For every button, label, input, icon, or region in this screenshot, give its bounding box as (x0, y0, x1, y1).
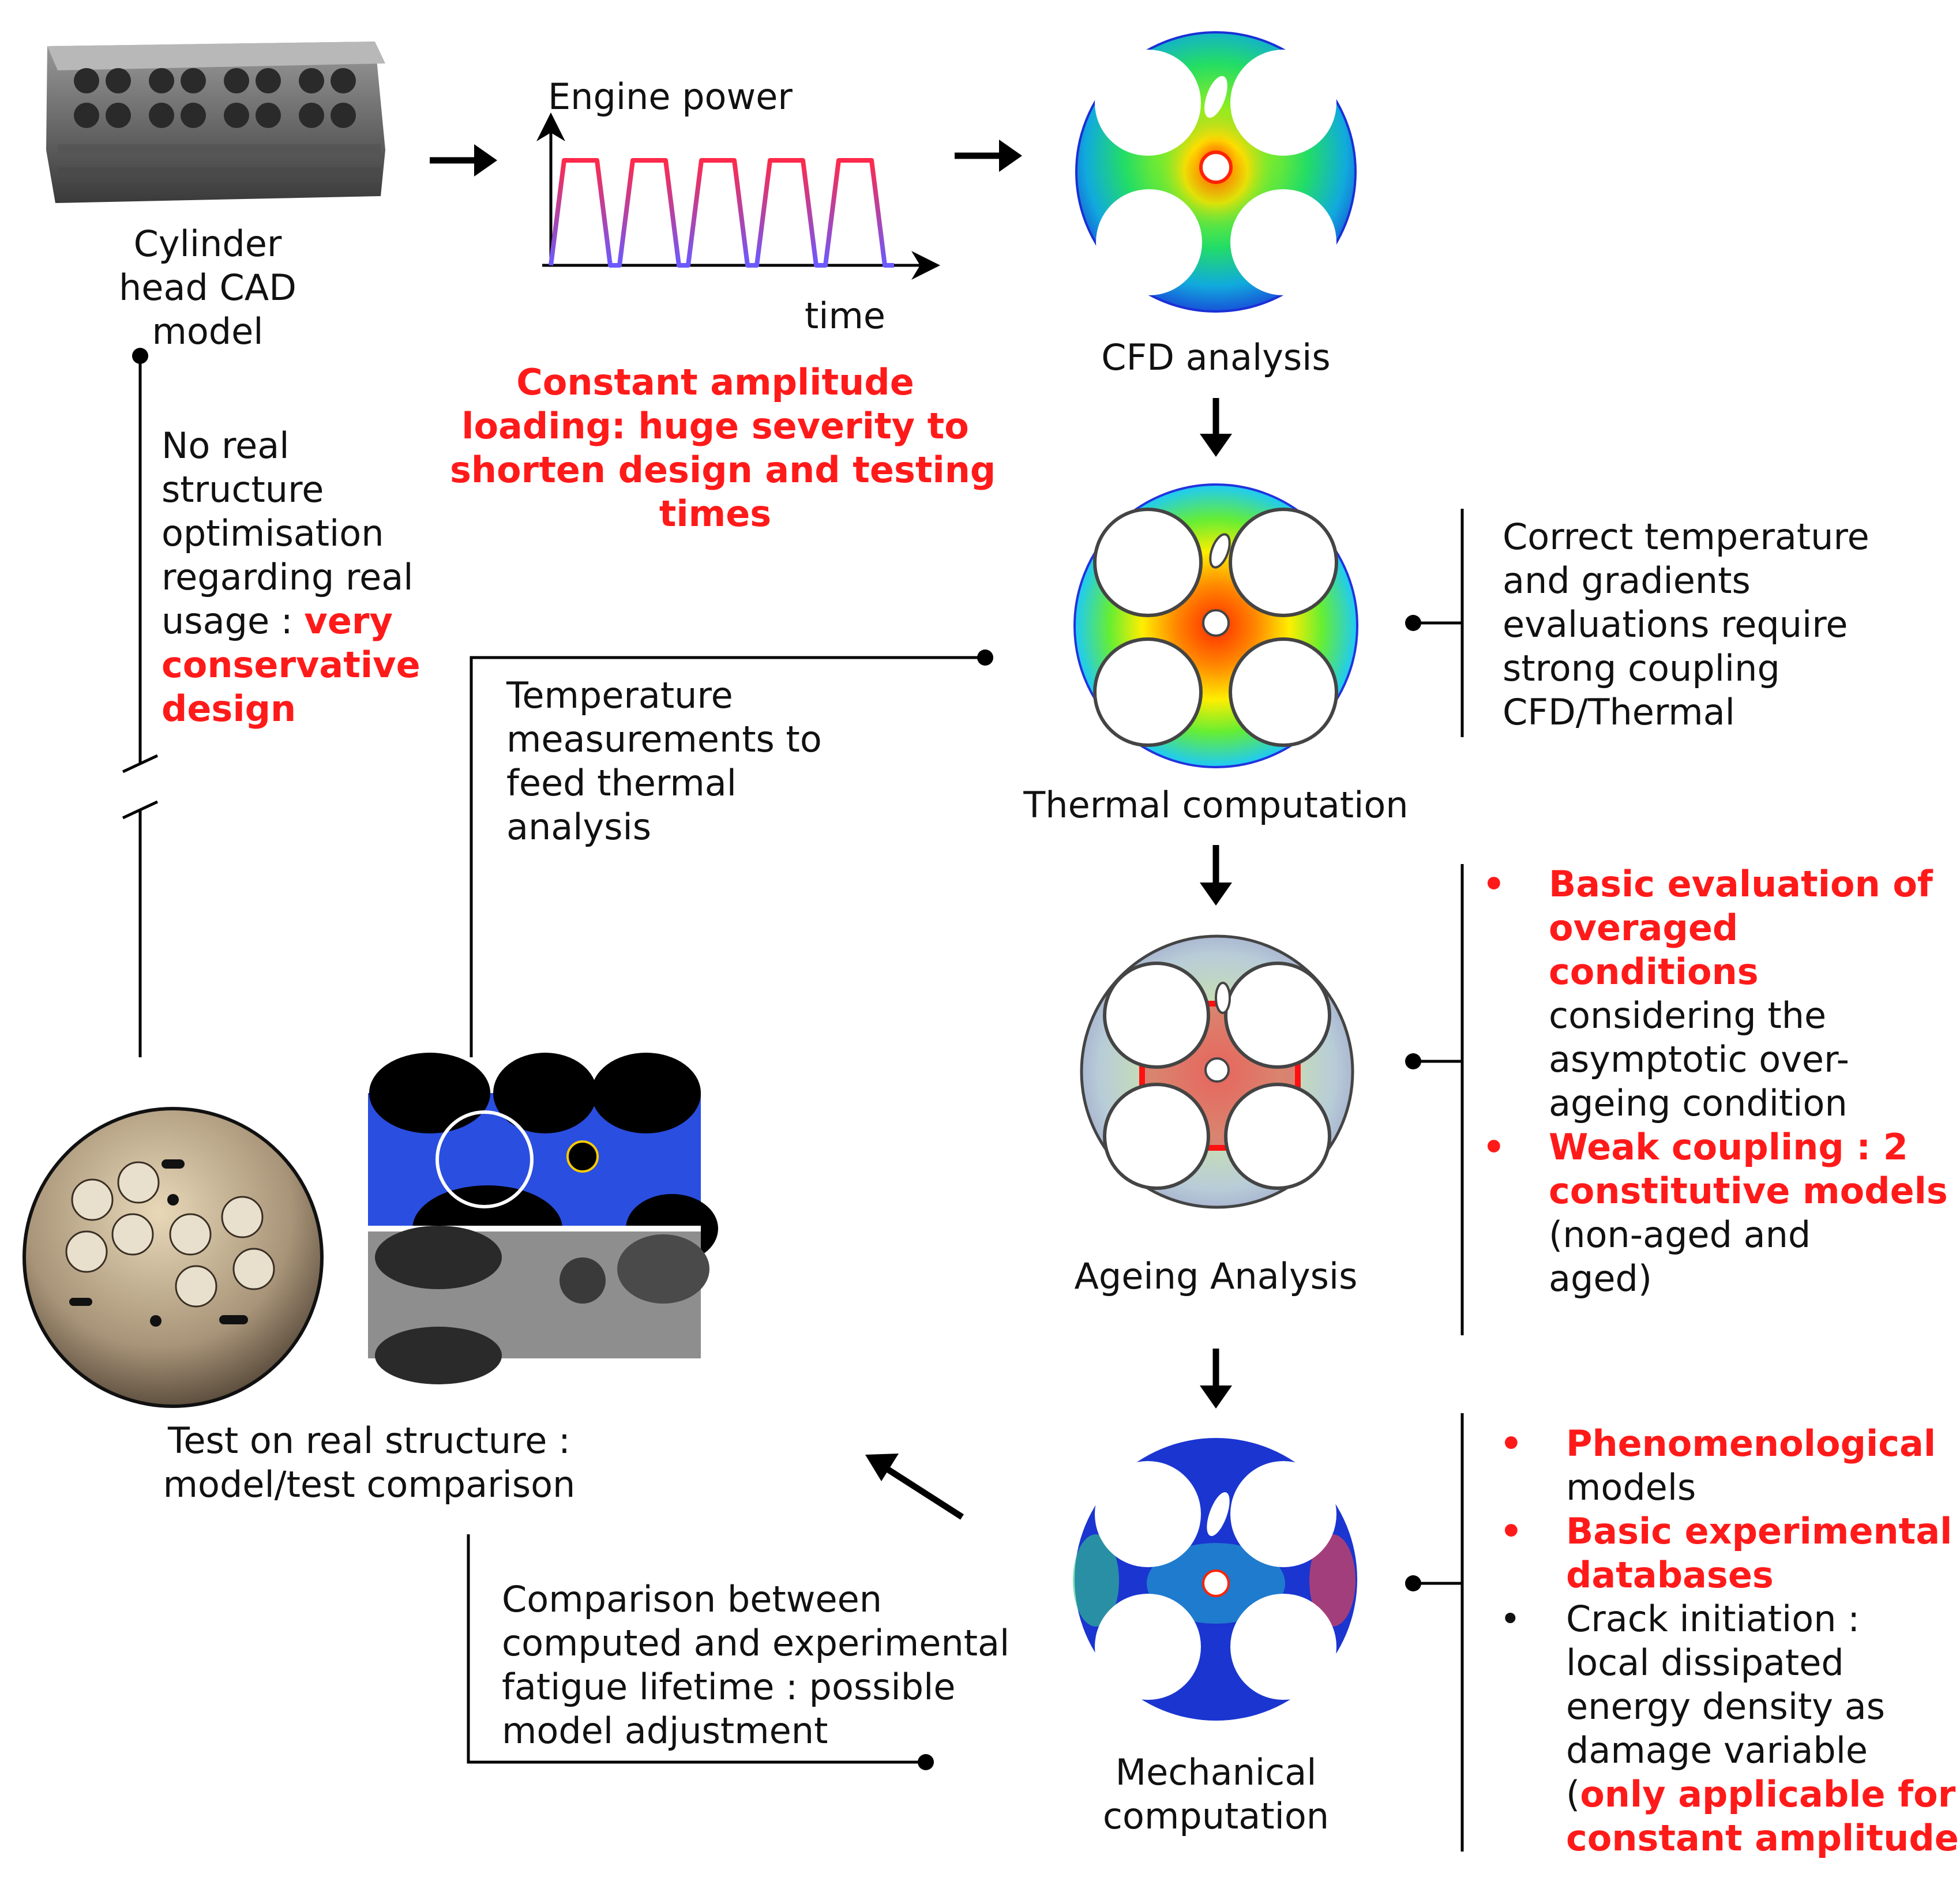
note-line: optimisation (162, 512, 384, 554)
bullet-dot: • (1500, 1422, 1523, 1465)
bullet-red-line: overaged (1549, 907, 1739, 949)
bullet-dot: • (1482, 863, 1505, 905)
mechanical-label: Mechanical computation (1043, 1751, 1389, 1838)
note-line: Correct temperature (1503, 516, 1869, 558)
thermal-label: Thermal computation (1023, 784, 1409, 826)
bullet-line: asymptotic over- (1549, 1038, 1849, 1080)
bullet-red-inline: only applicable for (1580, 1773, 1956, 1815)
note-line: regarding real (162, 556, 414, 598)
bullet-red-line: constitutive models (1549, 1170, 1948, 1212)
cfd-analysis-image (1075, 31, 1357, 313)
no-optimisation-note: No real structure optimisation regarding… (162, 424, 420, 731)
ageing-note-bracket (1405, 864, 1464, 1335)
connector-test-to-thermal (470, 649, 993, 1057)
cylinder-head-cad-image (46, 42, 385, 203)
ageing-analysis-image (1080, 934, 1354, 1209)
bullet-line: considering the (1549, 994, 1827, 1037)
label-line: head CAD (119, 266, 296, 309)
arrow-mechanical-to-test (865, 1454, 964, 1520)
thermal-computation-image (1073, 483, 1358, 768)
caption-line: loading: huge severity to (461, 405, 969, 447)
chart-x-label: time (805, 295, 886, 337)
bullet-red-line: Phenomenological (1566, 1422, 1936, 1465)
note-line: No real (162, 425, 290, 467)
bullet-red-line: conditions (1549, 951, 1759, 993)
test-label: Test on real structure : model/test comp… (115, 1419, 623, 1507)
bullet-line: ageing condition (1549, 1082, 1848, 1124)
caption-line: Constant amplitude (516, 361, 914, 403)
note-line: analysis (506, 806, 652, 848)
arrow-cfd-to-thermal (1200, 398, 1232, 457)
note-line: computed and experimental (502, 1622, 1010, 1664)
test-structure-photo (22, 1107, 324, 1408)
connector-cad-to-test (122, 348, 159, 1057)
thermal-note: Correct temperature and gradients evalua… (1503, 515, 1869, 734)
mechanical-computation-image (1073, 1438, 1357, 1721)
note-line: and gradients (1503, 560, 1751, 602)
note-line: evaluations require (1503, 603, 1848, 645)
note-line: structure (162, 468, 324, 510)
mesh-comparison-image (368, 1053, 718, 1384)
note-red-line: conservative (162, 644, 420, 686)
bullet-line: (non-aged and (1549, 1214, 1811, 1256)
label-line: Cylinder (133, 223, 282, 265)
usage-prefix: usage : (162, 600, 305, 642)
bullet-line: Crack initiation : (1566, 1598, 1860, 1640)
chart-y-label: Engine power (548, 76, 793, 118)
note-line: strong coupling (1503, 647, 1780, 689)
bullet-red-line: Basic experimental (1566, 1510, 1953, 1552)
label-line: Test on real structure : (168, 1420, 570, 1462)
bullet-dot: • (1500, 1598, 1521, 1640)
bullet-dot: • (1500, 1510, 1523, 1552)
cylinder-head-label: Cylinder head CAD model (98, 222, 317, 354)
caption-line: shorten design and testing (450, 449, 996, 491)
bullet-red-line: databases (1566, 1554, 1774, 1596)
engine-power-chart (536, 112, 940, 280)
ageing-label: Ageing Analysis (1074, 1255, 1358, 1297)
label-line: model/test comparison (163, 1463, 576, 1505)
paren-open: ( (1566, 1773, 1580, 1815)
usage-red: very (304, 600, 393, 642)
label-line: model (152, 310, 264, 352)
note-red-line: design (162, 688, 296, 730)
arrow-thermal-to-ageing (1200, 845, 1232, 906)
note-line: Temperature (506, 674, 733, 716)
note-line: model adjustment (502, 1710, 828, 1752)
bullet-line: aged) (1549, 1257, 1653, 1300)
bullet-red-line: constant amplitude) (1566, 1817, 1960, 1859)
arrow-ageing-to-mechanical (1200, 1349, 1232, 1409)
connector-comparison (467, 1534, 934, 1770)
thermal-note-bracket (1405, 509, 1464, 737)
mechanical-note-bracket (1405, 1413, 1464, 1852)
note-line: CFD/Thermal (1503, 691, 1735, 733)
bullet-dot: • (1482, 1126, 1505, 1168)
caption-line: times (659, 493, 772, 535)
bullet-red-line: Weak coupling : 2 (1549, 1126, 1908, 1168)
bullet-line: local dissipated (1566, 1642, 1844, 1684)
label-line: computation (1102, 1795, 1330, 1837)
label-line: Mechanical (1115, 1751, 1317, 1793)
constant-amplitude-signal (549, 158, 894, 268)
note-line: usage : very (162, 599, 420, 643)
bullet-mixed-line: (only applicable for (1566, 1773, 1960, 1816)
engine-chart-caption: Constant amplitude loading: huge severit… (450, 361, 996, 536)
note-line: Comparison between (502, 1578, 883, 1620)
note-line: feed thermal (506, 762, 737, 804)
arrow-cad-to-chart (430, 144, 497, 177)
bullet-line: energy density as (1566, 1685, 1886, 1728)
cfd-label: CFD analysis (1101, 336, 1331, 378)
note-line: fatigue lifetime : possible (502, 1666, 956, 1708)
note-line: measurements to (506, 718, 822, 760)
comparison-note: Comparison between computed and experime… (502, 1578, 1009, 1753)
bullet-red-line: Basic evaluation of (1549, 863, 1933, 905)
arrow-chart-to-cfd (955, 140, 1022, 172)
bullet-line: models (1566, 1466, 1696, 1508)
bullet-line: damage variable (1566, 1729, 1868, 1771)
temperature-measurements-note: Temperature measurements to feed thermal… (506, 674, 822, 849)
